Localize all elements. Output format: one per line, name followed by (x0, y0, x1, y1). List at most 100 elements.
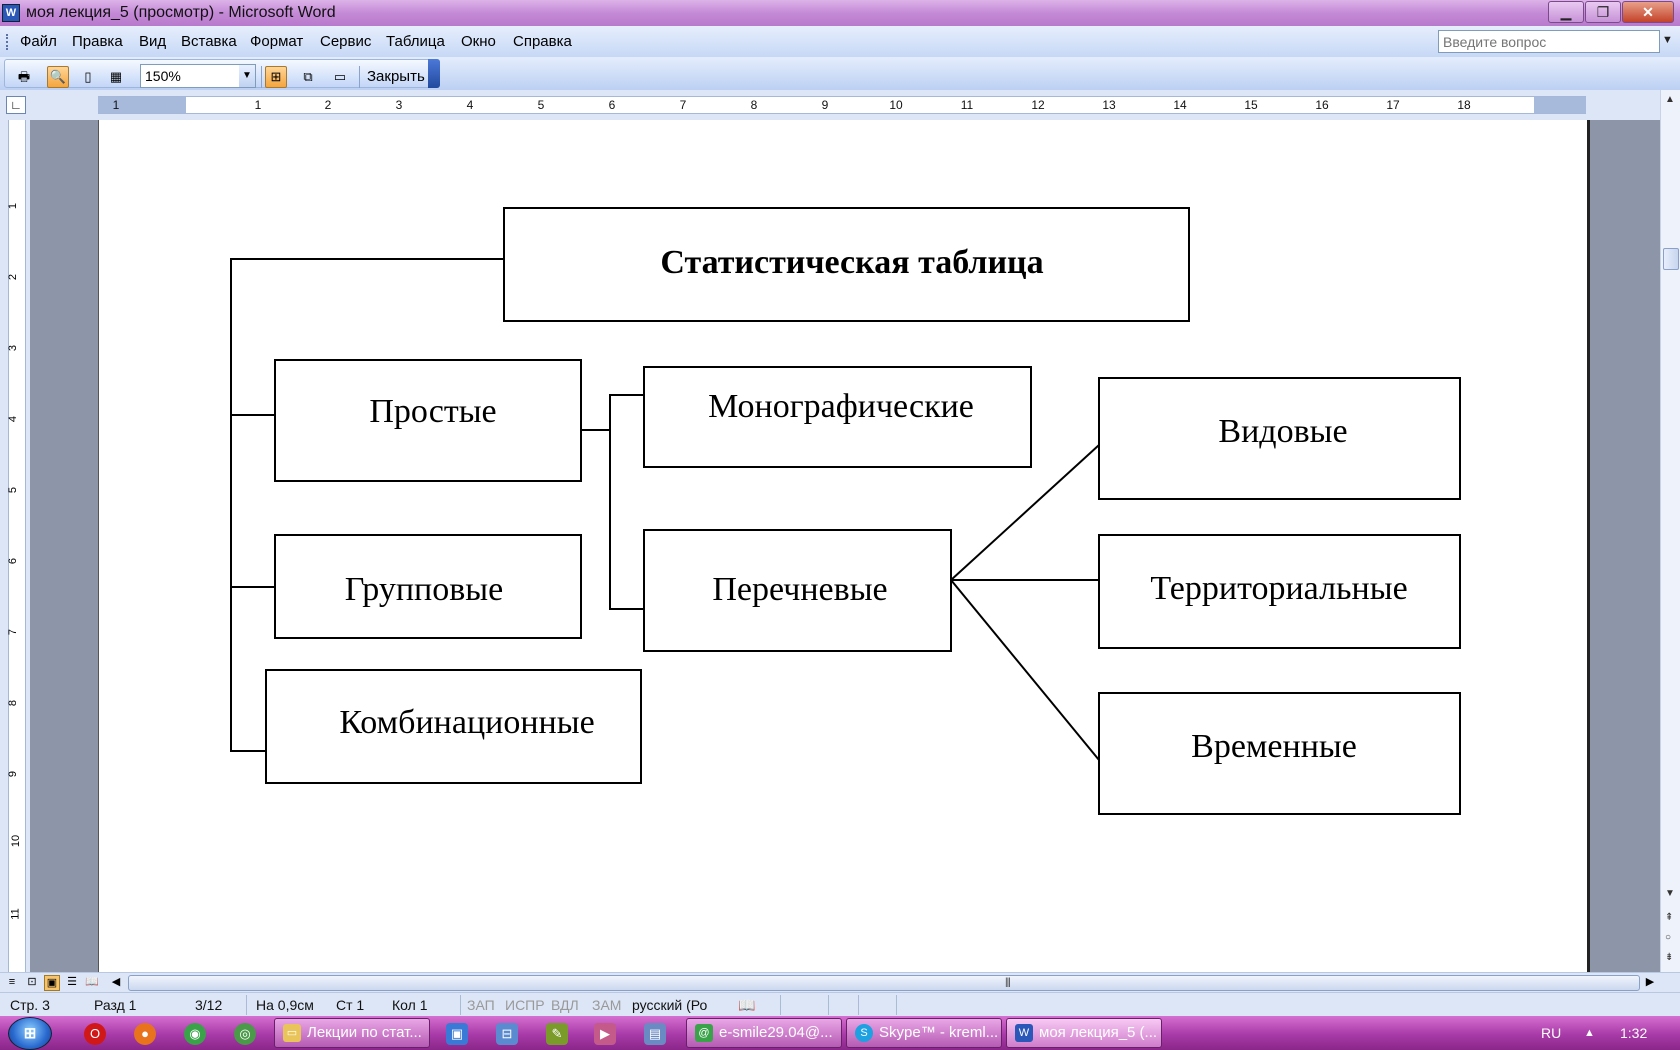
ruler-number: 2 (324, 98, 332, 112)
box-mono (643, 366, 1032, 468)
ruler-bar[interactable]: 1 1 2 3 4 5 6 7 8 9 10 11 12 13 14 15 16… (98, 96, 1586, 114)
ruler-number: 2 (7, 273, 20, 281)
ruler-number: 1 (7, 202, 20, 210)
calculator-icon[interactable]: ▤ (644, 1023, 666, 1045)
connector-mono-list (609, 394, 644, 610)
chrome-icon[interactable]: ◉ (184, 1023, 206, 1045)
ruler-number: 6 (608, 98, 616, 112)
tray-expand-icon[interactable]: ▲ (1584, 1027, 1595, 1039)
status-separator (780, 995, 781, 1015)
chevron-down-icon[interactable]: ▼ (239, 65, 255, 87)
scroll-up-icon[interactable]: ▲ (1665, 94, 1675, 105)
pen-icon[interactable]: ✎ (546, 1023, 568, 1045)
horizontal-scroll-thumb[interactable]: ||| (128, 975, 1640, 991)
menu-help[interactable]: Справка (513, 33, 572, 50)
menu-file[interactable]: Файл (20, 33, 57, 50)
status-extend[interactable]: ВДЛ (551, 997, 579, 1013)
chrome-alt-icon[interactable]: ◎ (234, 1023, 256, 1045)
spelling-status-icon[interactable]: 📖 (738, 997, 756, 1013)
ruler-number: 18 (1457, 98, 1471, 112)
window-title: моя лекция_5 (просмотр) - Microsoft Word (26, 4, 336, 21)
toolbar-options-icon[interactable] (428, 59, 440, 88)
word-doc-icon[interactable]: W (2, 4, 20, 22)
restore-button[interactable]: ❐ (1585, 1, 1621, 23)
menu-window[interactable]: Окно (461, 33, 496, 50)
menu-table[interactable]: Таблица (386, 33, 445, 50)
vertical-ruler-bar[interactable]: 1 2 3 4 5 6 7 8 9 10 11 (7, 120, 26, 972)
next-page-icon[interactable]: ⇟ (1665, 952, 1674, 963)
help-dropdown-icon[interactable]: ▼ (1662, 34, 1673, 46)
zoom-value: 150% (145, 68, 181, 84)
ruler-number: 5 (7, 486, 20, 494)
network-icon[interactable]: ⊟ (496, 1023, 518, 1045)
ruler-margin-right (1534, 97, 1586, 113)
full-screen-icon[interactable]: ▭ (333, 69, 347, 84)
root-label: Статистическая таблица (660, 244, 1043, 281)
status-record[interactable]: ЗАП (467, 997, 495, 1013)
scroll-left-icon[interactable]: ◀ (111, 976, 121, 988)
status-overtype[interactable]: ЗАМ (592, 997, 622, 1013)
tab-selector-icon[interactable]: ∟ (6, 96, 26, 114)
territorial-label: Территориальные (1150, 570, 1407, 607)
scroll-grip-icon: ||| (1005, 977, 1011, 988)
status-language[interactable]: русский (Ро (632, 997, 708, 1013)
zoom-select[interactable]: 150% ▼ (140, 64, 256, 88)
one-page-icon[interactable]: ▯ (84, 69, 92, 84)
status-separator (828, 995, 829, 1015)
scroll-down-icon[interactable]: ▼ (1665, 888, 1675, 899)
ruler-number: 7 (7, 628, 20, 636)
status-column: Кол 1 (392, 997, 428, 1013)
print-layout-icon[interactable]: ▣ (44, 975, 60, 991)
group-label: Групповые (345, 571, 503, 608)
taskbar-mail-button[interactable]: @ e-smile29.04@... (686, 1018, 842, 1048)
minimize-button[interactable]: ▁ (1548, 1, 1584, 23)
language-indicator[interactable]: RU (1541, 1025, 1562, 1041)
outline-view-icon[interactable]: ☰ (67, 976, 77, 988)
multiple-pages-icon[interactable]: ▦ (109, 69, 123, 84)
normal-view-icon[interactable]: ≡ (8, 976, 16, 988)
magnifier-icon[interactable]: 🔍 (47, 66, 69, 88)
temporal-label: Временные (1191, 728, 1357, 765)
taskbar-word-button[interactable]: W моя лекция_5 (... (1006, 1018, 1162, 1048)
menu-format[interactable]: Формат (250, 33, 304, 50)
box-combination (265, 669, 642, 784)
opera-icon[interactable]: O (84, 1023, 106, 1045)
ruler-number: 11 (960, 98, 974, 112)
taskbar-button-label: моя лекция_5 (... (1039, 1024, 1158, 1041)
status-track-changes[interactable]: ИСПР (505, 997, 545, 1013)
menu-edit[interactable]: Правка (72, 33, 123, 50)
firefox-icon[interactable]: ● (134, 1023, 156, 1045)
shrink-to-fit-icon[interactable]: ⧉ (303, 69, 313, 84)
taskbar-folder-button[interactable]: ▭ Лекции по стат... (274, 1018, 430, 1048)
menu-grip[interactable] (6, 34, 9, 50)
menu-tools[interactable]: Сервис (320, 33, 372, 50)
menu-view[interactable]: Вид (139, 33, 167, 50)
close-preview-button[interactable]: Закрыть (367, 68, 425, 85)
ruler-number: 16 (1315, 98, 1329, 112)
close-window-button[interactable]: ✕ (1622, 1, 1674, 23)
view-ruler-icon[interactable]: ⊞ (265, 66, 287, 88)
help-question-box[interactable] (1438, 30, 1660, 53)
horizontal-scrollbar[interactable]: ≡ ⊡ ▣ ☰ 📖 ◀ ||| ▶ (0, 972, 1680, 992)
reading-view-icon[interactable]: 📖 (85, 976, 99, 988)
web-view-icon[interactable]: ⊡ (27, 976, 37, 988)
menu-insert[interactable]: Вставка (181, 33, 237, 50)
vertical-scrollbar[interactable]: ▲ ▼ ⇞ ○ ⇟ (1660, 90, 1680, 972)
vertical-scroll-thumb[interactable] (1663, 248, 1679, 270)
ruler-number: 8 (750, 98, 758, 112)
status-separator (896, 995, 897, 1015)
ruler-number: 13 (1102, 98, 1116, 112)
document-page[interactable]: Статистическая таблица Простые Групповые… (98, 120, 1590, 972)
print-icon[interactable]: 🖶 (17, 69, 31, 84)
help-question-input[interactable] (1439, 31, 1639, 52)
scroll-right-icon[interactable]: ▶ (1645, 976, 1655, 988)
desktop-icon[interactable]: ▣ (446, 1023, 468, 1045)
browse-object-icon[interactable]: ○ (1665, 932, 1672, 943)
box-species (1098, 377, 1461, 500)
taskbar-skype-button[interactable]: S Skype™ - kreml... (846, 1018, 1002, 1048)
start-button[interactable]: ⊞ (8, 1017, 52, 1050)
previous-page-icon[interactable]: ⇞ (1665, 912, 1674, 923)
ruler-number: 9 (7, 770, 20, 778)
clock[interactable]: 1:32 (1620, 1025, 1648, 1041)
media-player-icon[interactable]: ▶ (594, 1023, 616, 1045)
